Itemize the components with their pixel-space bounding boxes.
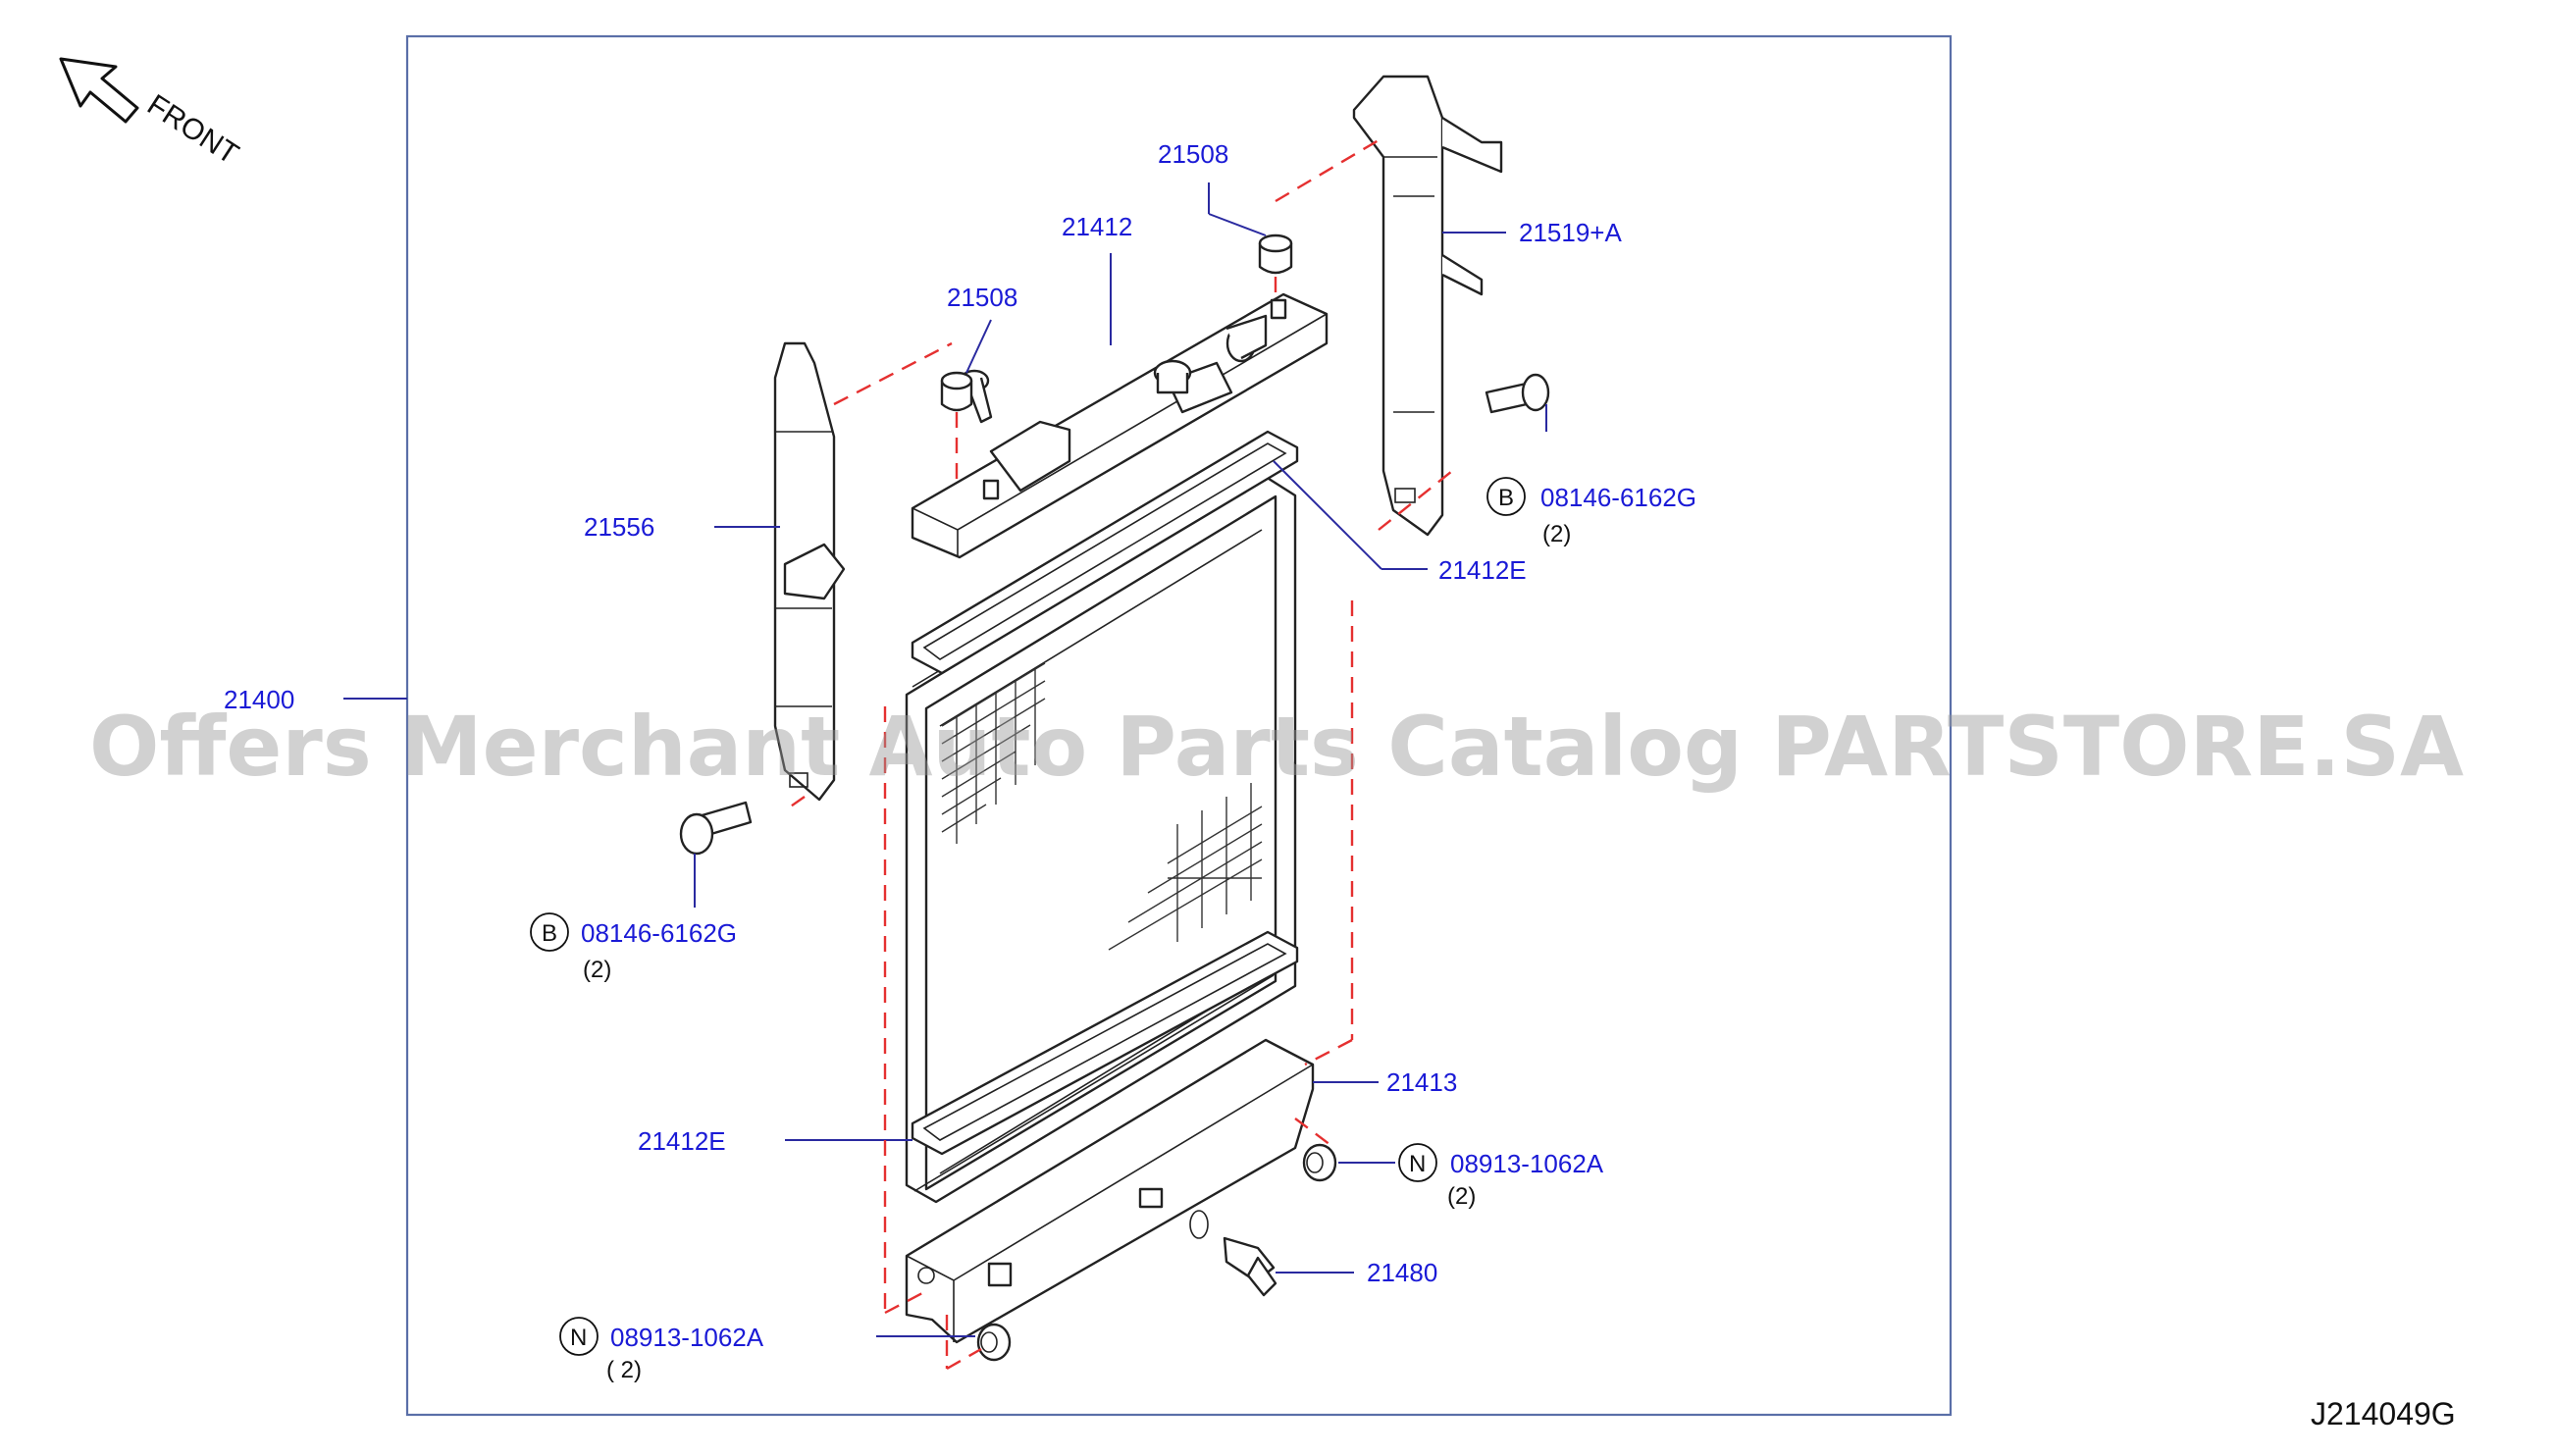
nut-right-qty: (2) xyxy=(1447,1183,1476,1210)
callout-cushion-right[interactable]: 21508 xyxy=(1158,139,1228,169)
nut-left-icon xyxy=(976,1323,1012,1362)
callout-nut-right[interactable]: 08913-1062A xyxy=(1450,1149,1604,1178)
callout-cushion-left[interactable]: 21508 xyxy=(947,283,1017,312)
radiator-core xyxy=(905,430,1299,1204)
bracket-right xyxy=(1352,75,1503,537)
bolt-left-marker-text: B xyxy=(542,920,557,947)
front-label: FRONT xyxy=(141,88,244,171)
bolt-right-marker-text: B xyxy=(1498,485,1514,511)
lower-tank xyxy=(905,1038,1315,1344)
callout-gasket-upper[interactable]: 21412E xyxy=(1438,555,1527,585)
assembly-frame xyxy=(405,34,1953,1417)
nut-left-marker xyxy=(559,1317,599,1356)
bolt-right-qty: (2) xyxy=(1542,521,1571,547)
front-arrow-icon xyxy=(59,57,139,124)
callout-assembly[interactable]: 21400 xyxy=(224,685,294,714)
nut-right-marker-text: N xyxy=(1409,1151,1426,1177)
bolt-left-qty: (2) xyxy=(583,957,611,983)
leader-cushion-left xyxy=(965,319,992,374)
watermark-text: Offers Merchant Auto Parts Catalog PARTS… xyxy=(89,699,2464,795)
nut-right-icon xyxy=(1302,1143,1337,1182)
nut-left-marker-text: N xyxy=(570,1325,587,1351)
nut-left-qty: ( 2) xyxy=(606,1357,642,1383)
callout-bolt-right[interactable]: 08146-6162G xyxy=(1540,483,1696,512)
callout-drain-cock[interactable]: 21480 xyxy=(1367,1258,1437,1287)
callout-lower-tank[interactable]: 21413 xyxy=(1386,1067,1457,1097)
cushion-right-icon xyxy=(1258,234,1293,275)
bracket-left xyxy=(773,341,846,802)
drain-cock-icon xyxy=(1189,1210,1277,1297)
bolt-right-icon xyxy=(1485,373,1550,414)
upper-tank xyxy=(911,292,1329,559)
gasket-upper xyxy=(911,430,1299,675)
callout-bracket-right[interactable]: 21519+A xyxy=(1519,218,1622,247)
assembly-guide-lines xyxy=(784,135,1453,1371)
bolt-right-marker xyxy=(1486,477,1526,516)
callout-gasket-lower[interactable]: 21412E xyxy=(638,1126,726,1156)
bolt-left-icon xyxy=(679,801,753,856)
callout-bolt-left[interactable]: 08146-6162G xyxy=(581,918,737,948)
cushion-left-icon xyxy=(940,371,973,412)
callout-nut-left[interactable]: 08913-1062A xyxy=(610,1323,764,1352)
bolt-left-marker xyxy=(530,912,569,952)
core-fin-mesh xyxy=(941,662,1263,951)
callout-upper-tank[interactable]: 21412 xyxy=(1062,212,1132,241)
gasket-lower xyxy=(911,930,1299,1156)
nut-right-marker xyxy=(1398,1143,1437,1182)
leader-gasket-upper xyxy=(1273,460,1382,570)
diagram-code: J214049G xyxy=(2311,1396,2456,1431)
callout-bracket-left[interactable]: 21556 xyxy=(584,512,654,542)
